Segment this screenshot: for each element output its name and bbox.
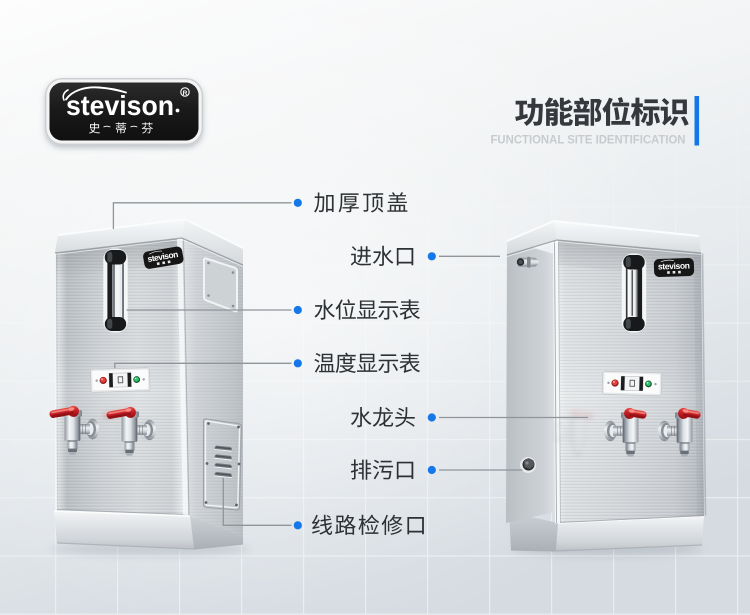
svg-text:stevison: stevison <box>658 260 690 271</box>
svg-text:R: R <box>183 90 188 97</box>
svg-text:FUNCTIONAL SITE IDENTIFICATION: FUNCTIONAL SITE IDENTIFICATION <box>491 135 686 147</box>
svg-text:stevison: stevison <box>66 90 174 121</box>
